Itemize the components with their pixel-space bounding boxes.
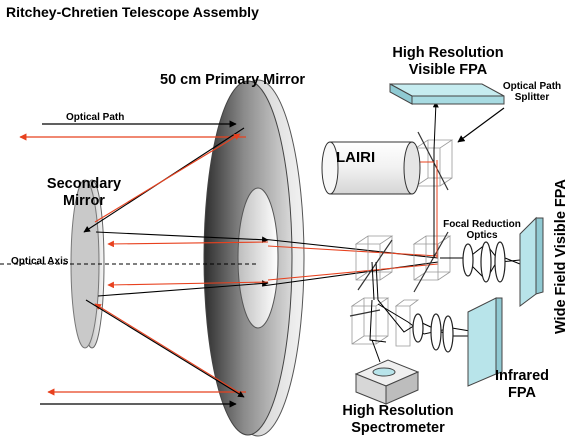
infrared-fpa-plate (467, 297, 503, 387)
primary-secondary-rays (83, 127, 245, 398)
infrared-fpa-label: Infrared FPA (486, 368, 558, 402)
focal-line1: Focal Reduction (443, 219, 521, 230)
outer-rays (19, 120, 246, 408)
primary-mirror-label: 50 cm Primary Mirror (160, 72, 306, 88)
lairi-label: LAIRI (336, 149, 376, 166)
hr-visible-fpa-plate (389, 83, 505, 105)
hr-visible-fpa-label: High Resolution Visible FPA (392, 45, 504, 79)
hr-visible-fpa-line1: High Resolution (392, 45, 504, 61)
primary-mirror (203, 79, 305, 437)
focal-reduction-lenses (412, 241, 506, 353)
optical-path-label: Optical Path (66, 112, 125, 123)
secondary-line2: Mirror (63, 193, 105, 209)
optical-axis-label: Optical Axis (11, 256, 69, 267)
secondary-mirror-label: Secondary Mirror (34, 176, 134, 210)
infrared-line2: FPA (508, 385, 536, 401)
wide-field-fpa-plate (519, 216, 544, 307)
spectrometer-line1: High Resolution (342, 403, 454, 419)
relay-rays (369, 101, 521, 363)
page-title: Ritchey-Chretien Telescope Assembly (6, 4, 259, 20)
splitter-line1: Optical Path (502, 81, 562, 92)
wide-field-fpa-label: Wide Field Visible FPA (553, 179, 569, 334)
splitter-line2: Splitter (514, 92, 550, 103)
spectrometer-label: High Resolution Spectrometer (328, 403, 468, 437)
splitter-diagonals (349, 131, 449, 317)
hr-visible-fpa-line2: Visible FPA (408, 62, 488, 78)
beam-splitters (350, 139, 454, 347)
spectrometer-line2: Spectrometer (351, 420, 445, 436)
splitter-pointer-arrow (457, 107, 505, 143)
converging-rays (95, 231, 439, 297)
lairi-cylinder (321, 141, 421, 195)
focal-reduction-label: Focal Reduction Optics (442, 219, 522, 241)
focal-line2: Optics (466, 230, 498, 241)
infrared-line1: Infrared (495, 368, 549, 384)
secondary-line1: Secondary (46, 176, 122, 192)
splitter-label: Optical Path Splitter (498, 81, 566, 103)
spectrometer-box (354, 359, 420, 405)
